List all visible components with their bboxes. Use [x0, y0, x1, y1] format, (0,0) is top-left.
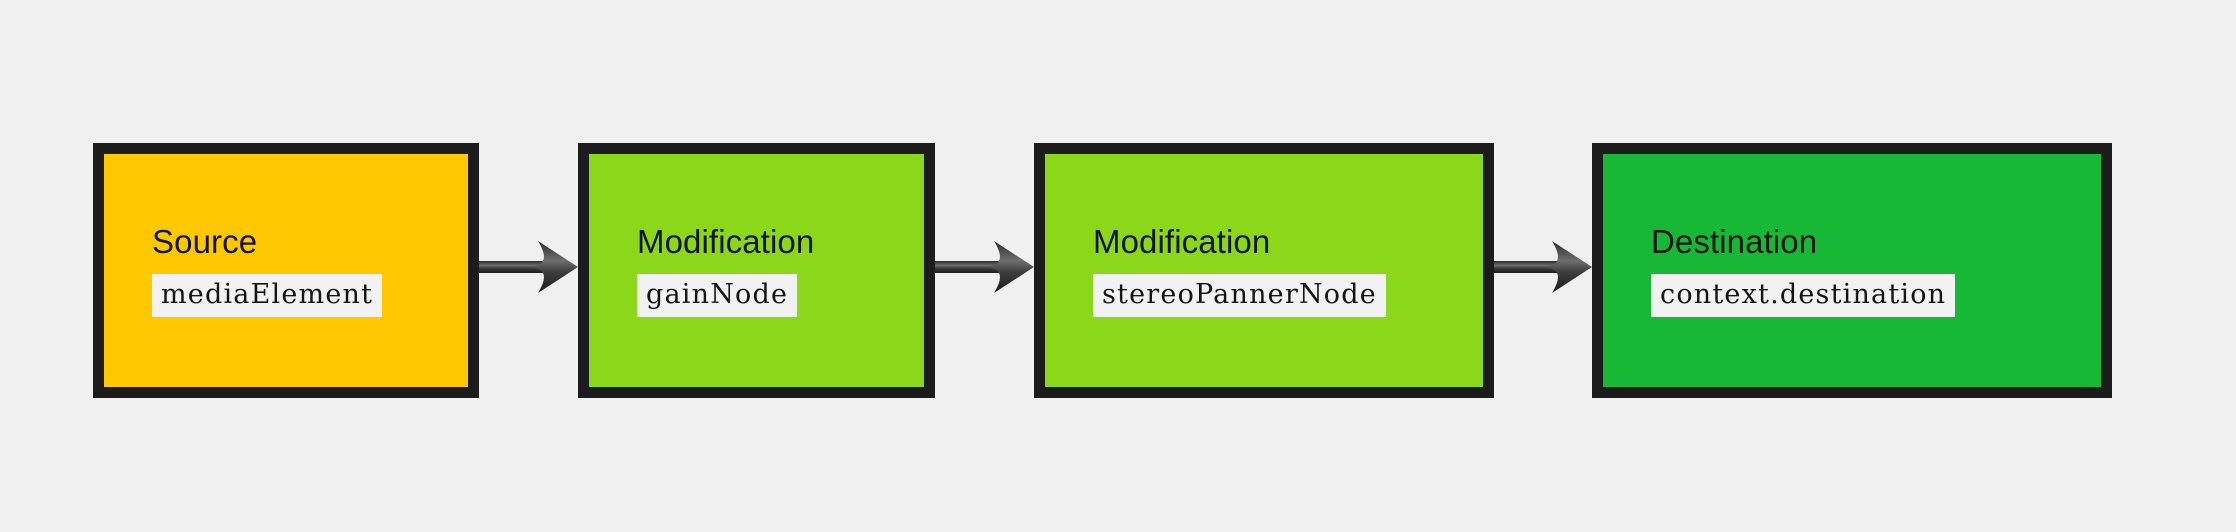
node-source-title: Source [152, 222, 258, 260]
node-gain-code-label: gainNode [637, 273, 798, 317]
node-stereo-panner-title: Modification [1093, 222, 1271, 260]
node-source-code-label: mediaElement [152, 273, 383, 317]
node-gain-title: Modification [637, 222, 815, 260]
node-stereo-panner[interactable]: Modification stereoPannerNode [1034, 143, 1494, 398]
node-destination-code-label: context.destination [1651, 273, 1956, 317]
node-gain[interactable]: Modification gainNode [578, 143, 935, 398]
node-destination-title: Destination [1651, 222, 1818, 260]
node-stereo-panner-code-label: stereoPannerNode [1093, 273, 1386, 317]
node-destination[interactable]: Destination context.destination [1592, 143, 2112, 398]
node-destination-content: Destination context.destination [1603, 225, 2101, 317]
node-source-content: Source mediaElement [104, 225, 468, 317]
arrow-gain-to-stereo-panner [935, 239, 1034, 295]
arrow-stereo-panner-to-destination [1494, 239, 1592, 295]
node-gain-content: Modification gainNode [589, 225, 924, 317]
node-source[interactable]: Source mediaElement [93, 143, 479, 398]
arrow-source-to-gain [479, 239, 578, 295]
node-stereo-panner-content: Modification stereoPannerNode [1045, 225, 1483, 317]
